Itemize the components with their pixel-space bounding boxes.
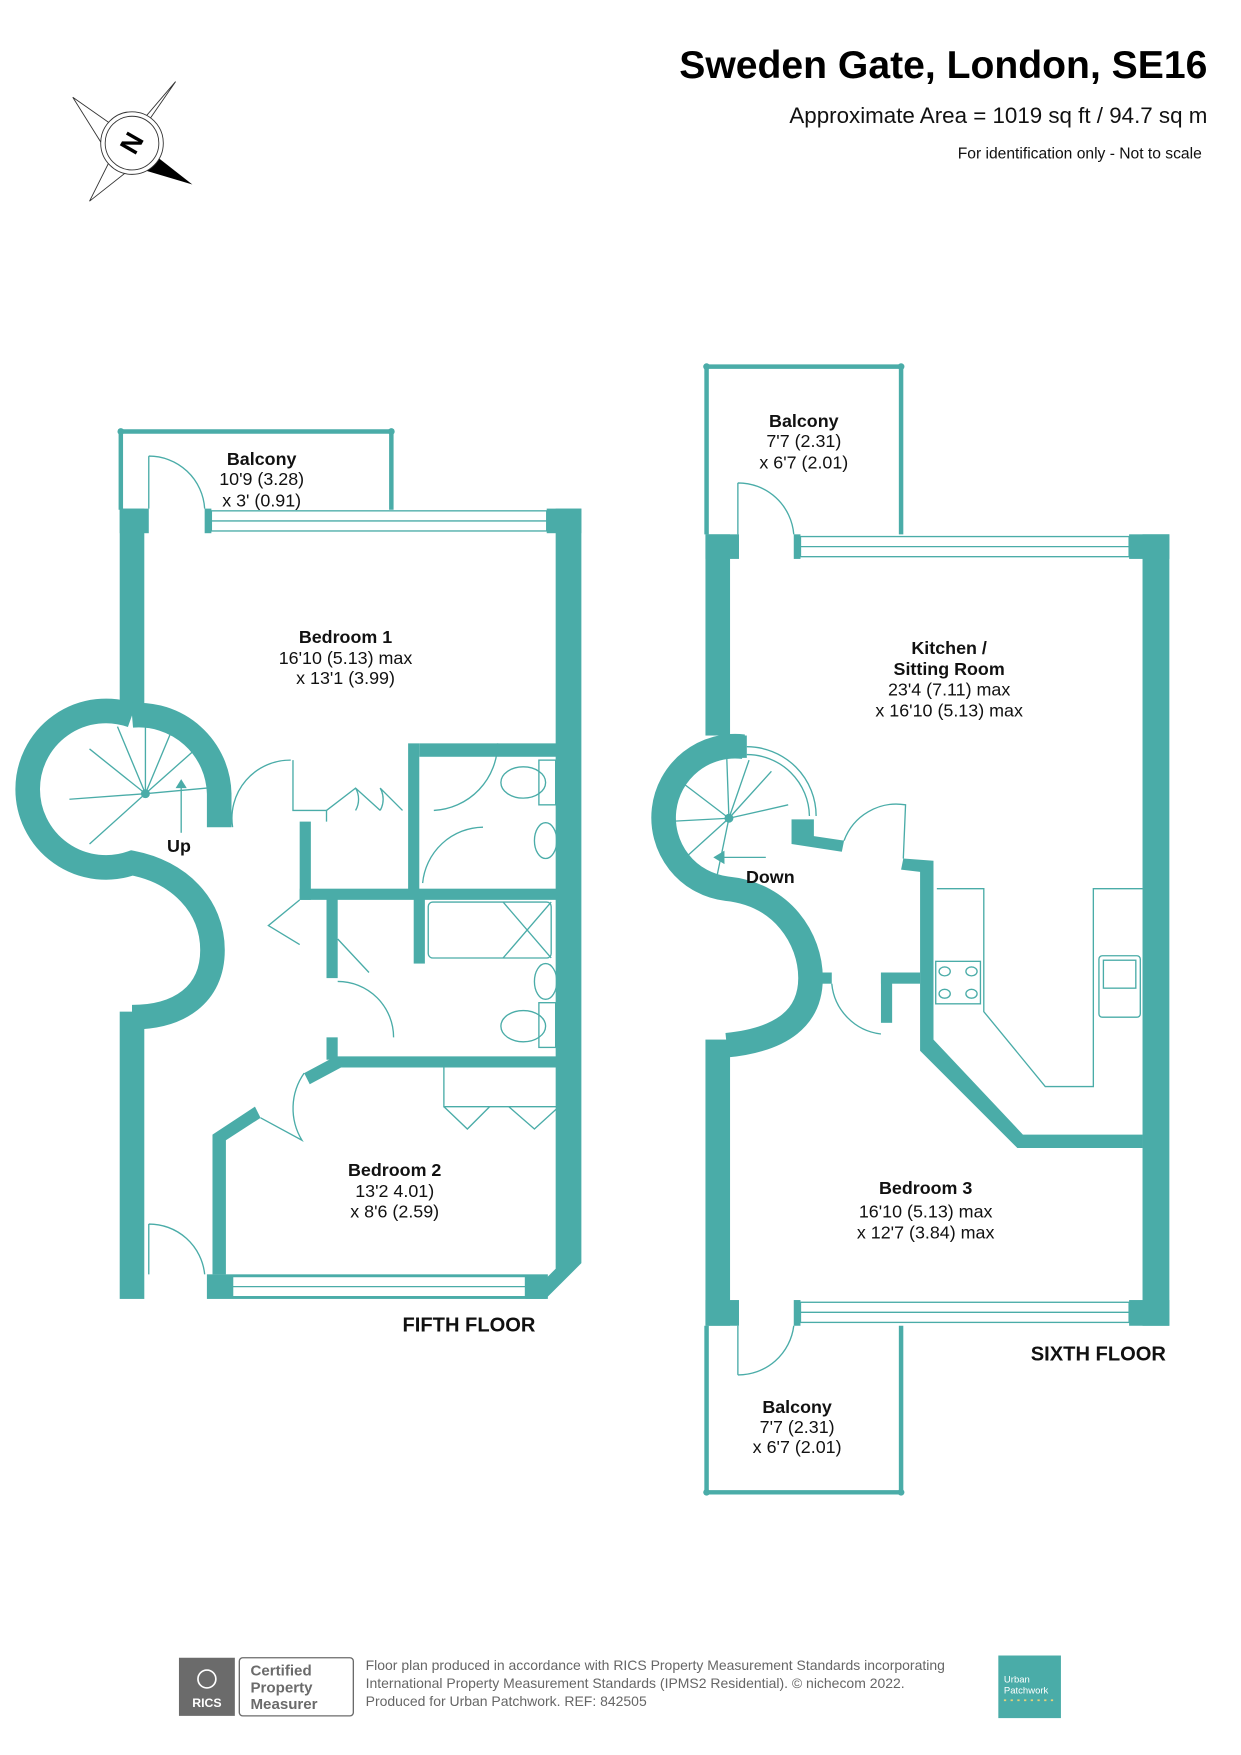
kitchen-fittings bbox=[935, 888, 1143, 1088]
room-dimension: x 8'6 (2.59) bbox=[350, 1201, 439, 1221]
property-title: Sweden Gate, London, SE16 bbox=[679, 44, 1207, 87]
footer-text-line: Floor plan produced in accordance with R… bbox=[366, 1657, 945, 1673]
room-name: Balcony bbox=[227, 449, 297, 469]
bathroom-fixtures bbox=[421, 759, 558, 1049]
room-dimension: 13'2 4.01) bbox=[355, 1181, 434, 1201]
approximate-area: Approximate Area = 1019 sq ft / 94.7 sq … bbox=[789, 103, 1207, 128]
room-dimension: x 3' (0.91) bbox=[222, 490, 301, 510]
sixth-floor-plan: Down Balcony 7'7 (2.31) bbox=[651, 363, 1170, 1496]
svg-text:Certified: Certified bbox=[250, 1663, 311, 1680]
room-dimension: 23'4 (7.11) max bbox=[888, 679, 1010, 699]
svg-text:Measurer: Measurer bbox=[250, 1696, 317, 1713]
rics-logo: RICS Certified Property Measurer bbox=[178, 1657, 355, 1717]
room-dimension: 7'7 (2.31) bbox=[766, 431, 841, 451]
svg-text:RICS: RICS bbox=[192, 1696, 221, 1710]
svg-text:Property: Property bbox=[250, 1679, 313, 1696]
room-name: Bedroom 3 bbox=[879, 1178, 972, 1198]
fifth-floor-plan: Up bbox=[15, 428, 582, 1336]
disclaimer: For identification only - Not to scale bbox=[958, 146, 1202, 163]
footer-text-line: International Property Measurement Stand… bbox=[366, 1675, 905, 1691]
doors bbox=[737, 482, 907, 1376]
room-name: Bedroom 2 bbox=[348, 1160, 441, 1180]
room-dimension: 16'10 (5.13) max bbox=[279, 648, 413, 668]
floor-label: SIXTH FLOOR bbox=[1031, 1343, 1167, 1365]
room-dimension: x 13'1 (3.99) bbox=[296, 668, 395, 688]
svg-text:Patchwork: Patchwork bbox=[1004, 1686, 1049, 1697]
room-dimension: x 6'7 (2.01) bbox=[759, 452, 848, 472]
doors bbox=[148, 455, 560, 1275]
room-dimension: x 12'7 (3.84) max bbox=[857, 1223, 995, 1243]
room-dimension: x 16'10 (5.13) max bbox=[875, 701, 1023, 721]
room-dimension: x 6'7 (2.01) bbox=[753, 1437, 842, 1457]
agent-logo: Urban Patchwork bbox=[998, 1655, 1061, 1719]
room-name: Kitchen / bbox=[911, 638, 987, 658]
floor-label: FIFTH FLOOR bbox=[403, 1314, 536, 1336]
footer-text-line: Produced for Urban Patchwork. REF: 84250… bbox=[366, 1693, 647, 1709]
room-name: Bedroom 1 bbox=[299, 627, 392, 647]
room-dimension: 10'9 (3.28) bbox=[219, 469, 304, 489]
room-dimension: 7'7 (2.31) bbox=[760, 1417, 835, 1437]
stair-up-label: Up bbox=[167, 836, 191, 856]
room-name: Balcony bbox=[769, 411, 839, 431]
room-name: Sitting Room bbox=[894, 659, 1005, 679]
compass-icon: N bbox=[72, 81, 193, 202]
room-name: Balcony bbox=[762, 1397, 832, 1417]
svg-text:Urban: Urban bbox=[1004, 1674, 1030, 1685]
room-dimension: 16'10 (5.13) max bbox=[859, 1201, 993, 1221]
stair-down-label: Down bbox=[746, 867, 795, 887]
